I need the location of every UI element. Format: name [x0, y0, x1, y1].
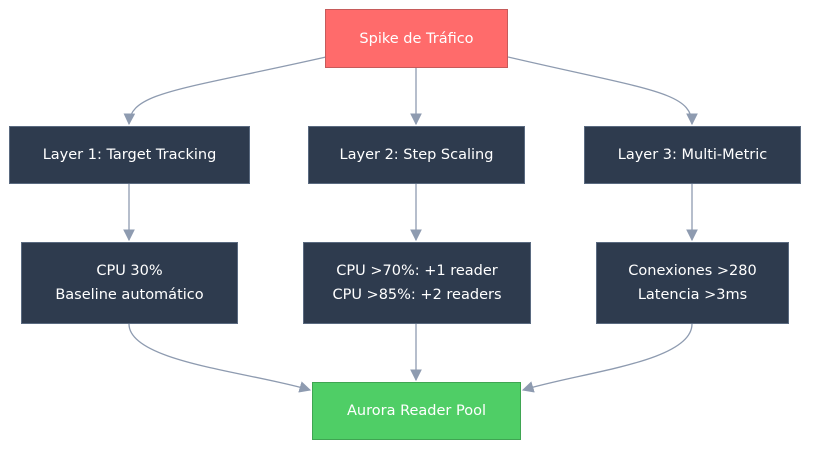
node-label-line-2: Baseline automático [55, 287, 204, 303]
node-spike-de-trafico: Spike de Tráfico [325, 9, 508, 68]
edge-cpu30-to-pool [128, 323, 312, 393]
node-label: Layer 3: Multi-Metric [617, 147, 768, 163]
node-label-line-1: CPU 30% [96, 263, 163, 279]
node-label: Aurora Reader Pool [346, 403, 486, 419]
node-label-line-2: Latencia >3ms [637, 287, 748, 303]
node-label-line-1: CPU >70%: +1 reader [336, 263, 498, 279]
node-layer-3-multi-metric: Layer 3: Multi-Metric [584, 126, 801, 184]
node-label-line-2: CPU >85%: +2 readers [332, 287, 502, 303]
node-aurora-reader-pool: Aurora Reader Pool [312, 382, 521, 440]
node-cpu-30-baseline: CPU 30% Baseline automático [21, 242, 238, 324]
edge-conn-to-pool [521, 323, 693, 393]
node-layer-2-step-scaling: Layer 2: Step Scaling [308, 126, 525, 184]
node-label: Layer 2: Step Scaling [339, 147, 494, 163]
node-step-rules: CPU >70%: +1 reader CPU >85%: +2 readers [303, 242, 531, 324]
node-conexiones-latencia: Conexiones >280 Latencia >3ms [596, 242, 789, 324]
edge-spike-to-layer1 [123, 56, 327, 126]
node-label: Spike de Tráfico [359, 30, 474, 47]
node-label: Layer 1: Target Tracking [42, 147, 217, 163]
node-layer-1-target-tracking: Layer 1: Target Tracking [9, 126, 250, 184]
edge-spike-to-layer3 [507, 56, 698, 126]
node-label-line-1: Conexiones >280 [628, 263, 757, 279]
